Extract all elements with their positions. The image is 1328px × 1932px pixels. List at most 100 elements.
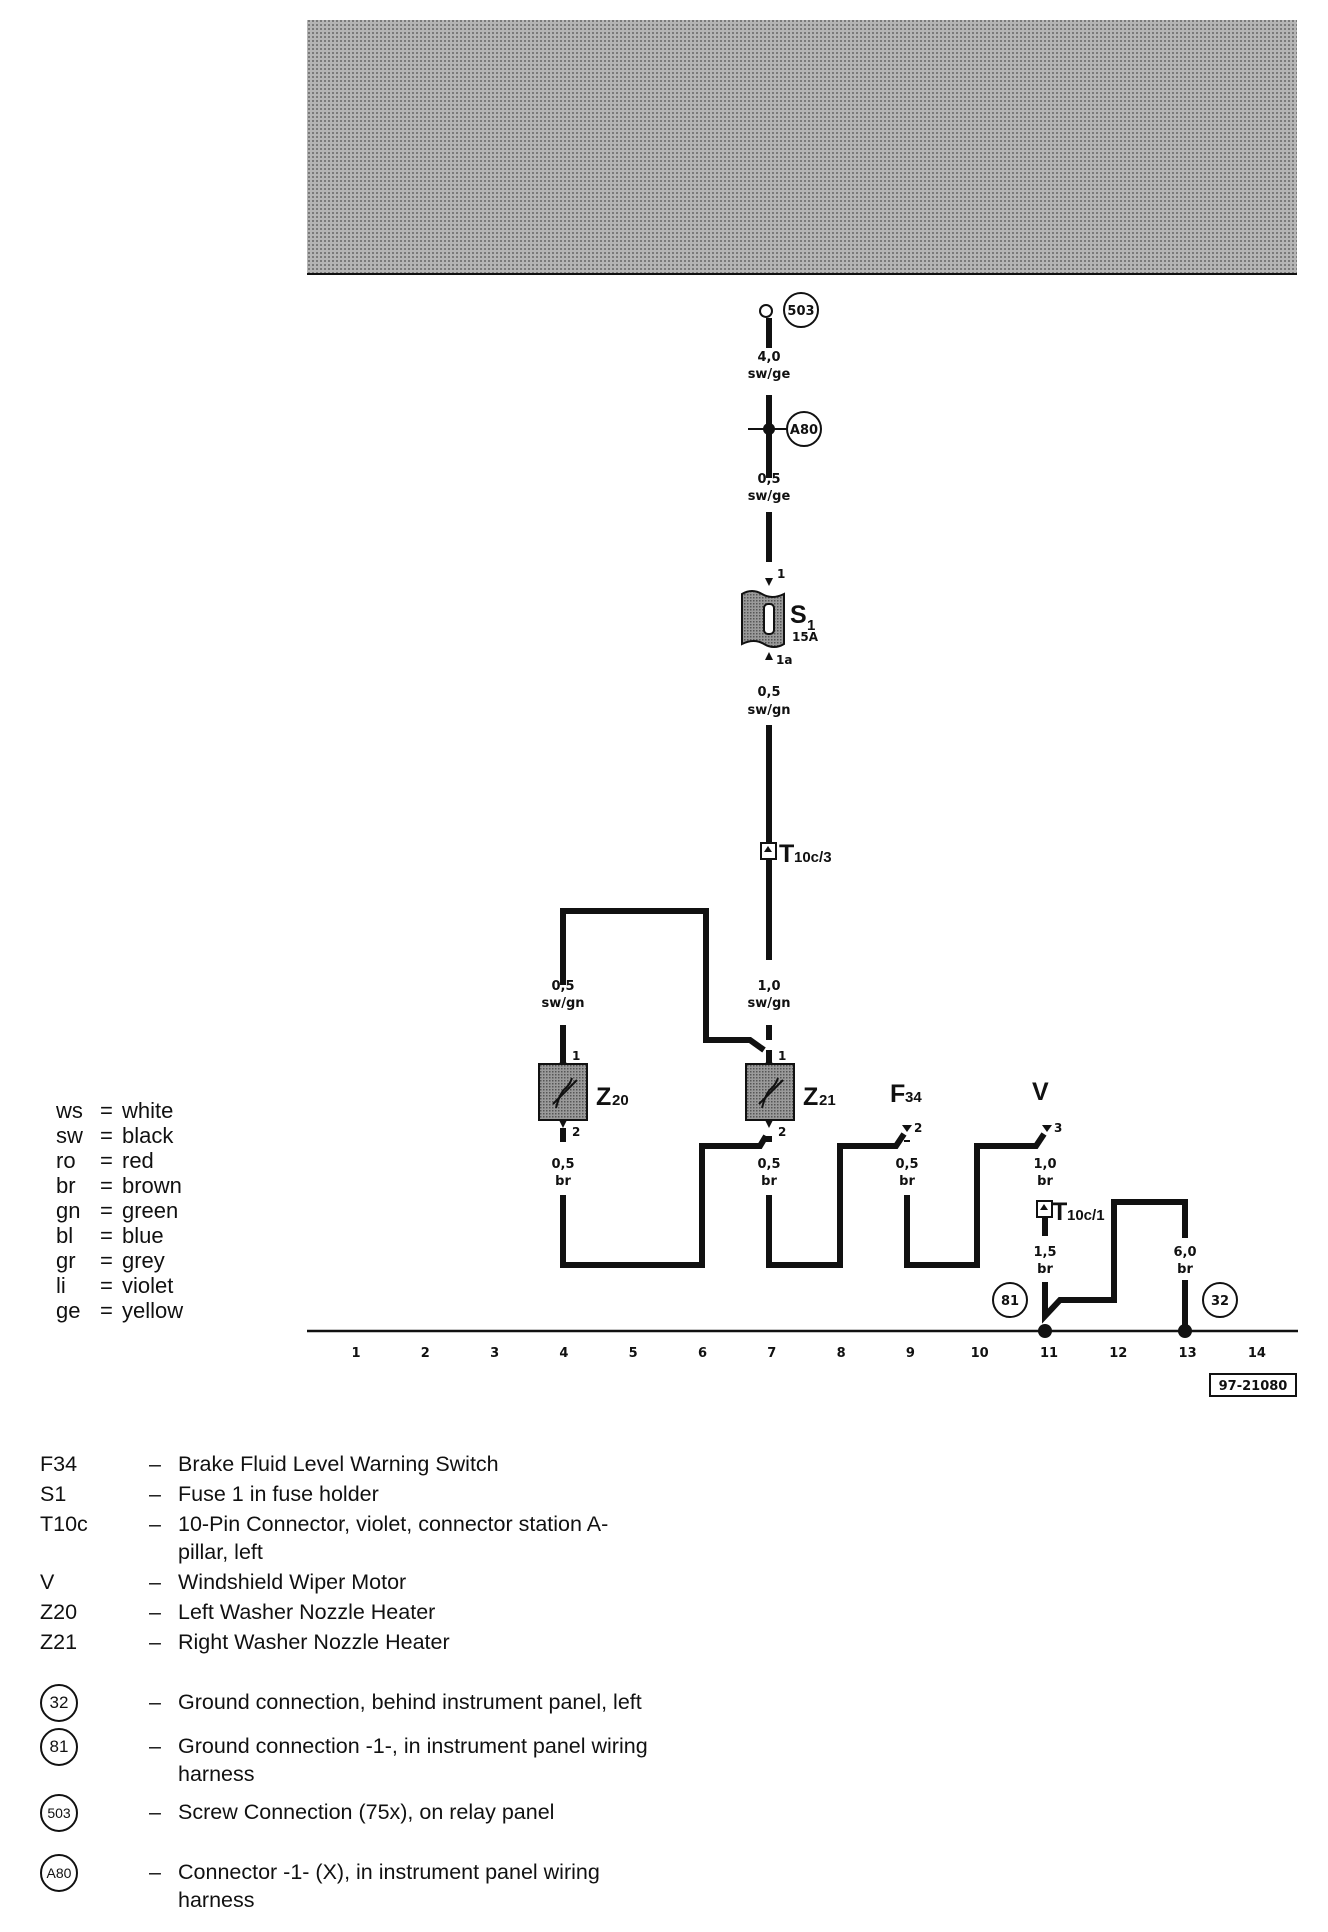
color-abbr: li: [56, 1273, 66, 1298]
label-t10c3-sub: 10c/3: [794, 849, 832, 866]
label-f34-sub: 34: [905, 1089, 922, 1106]
legend-code: F34: [40, 1452, 78, 1476]
pin-s1-1a: 1a: [776, 653, 792, 667]
label-z20: Z: [596, 1083, 611, 1111]
wire-color-6: br: [555, 1174, 571, 1189]
screw-terminal-503: [759, 304, 773, 318]
connector-dot-a80: [763, 423, 775, 435]
axis-number: 3: [490, 1346, 499, 1361]
heater-z20: [538, 1056, 588, 1128]
color-name: yellow: [122, 1298, 184, 1323]
pin-z21-2: 2: [778, 1125, 786, 1139]
color-eq: =: [100, 1273, 113, 1298]
legend-row: V–Windshield Wiper Motor: [40, 1568, 740, 1596]
axis-number: 10: [971, 1346, 989, 1361]
component-legend: F34–Brake Fluid Level Warning Switch S1–…: [40, 1450, 740, 1916]
ground-node-13: [1178, 1324, 1192, 1338]
color-code-row: ge=yellow: [56, 1298, 183, 1323]
color-abbr: br: [56, 1173, 76, 1198]
legend-row: S1 –Fuse 1 in fuse holder: [40, 1480, 740, 1508]
legend-desc: Connector -1- (X), in instrument panel w…: [178, 1860, 600, 1912]
color-abbr: ws: [56, 1098, 83, 1123]
color-eq: =: [100, 1298, 113, 1323]
axis-number: 1: [351, 1346, 360, 1361]
legend-desc: Fuse 1 in fuse holder: [178, 1482, 379, 1506]
legend-desc: Brake Fluid Level Warning Switch: [178, 1452, 499, 1476]
legend-symbol-row: 81–Ground connection -1-, in instrument …: [40, 1728, 740, 1788]
legend-symbol-row: 32–Ground connection, behind instrument …: [40, 1684, 740, 1722]
pin-z20-2: 2: [572, 1125, 580, 1139]
badge-a80: [786, 411, 822, 447]
legend-desc: Left Washer Nozzle Heater: [178, 1600, 436, 1624]
legend-desc: Screw Connection (75x), on relay panel: [178, 1800, 555, 1824]
wire-size-2: 0,5: [757, 472, 780, 487]
wire-size-6: 0,5: [551, 1157, 574, 1172]
color-eq: =: [100, 1148, 113, 1173]
label-f34: F: [890, 1080, 905, 1108]
wiring-diagram: 503 A80 4,0 sw/ge 0,5 sw/ge 1 1a S 1 15A…: [307, 20, 1298, 1397]
legend-code: Z21: [40, 1630, 78, 1654]
wire-color-8: br: [899, 1174, 915, 1189]
legend-code: S1: [40, 1482, 67, 1506]
color-code-row: bl=blue: [56, 1223, 183, 1248]
legend-symbol-row: 503 –Screw Connection (75x), on relay pan…: [40, 1794, 740, 1832]
pin-f34: 2: [914, 1121, 922, 1135]
color-abbr: gr: [56, 1248, 76, 1273]
legend-badge: 81: [40, 1728, 78, 1766]
legend-row: T10c–10-Pin Connector, violet, connector…: [40, 1510, 740, 1566]
doc-id-box: [1209, 1373, 1297, 1397]
color-code-row: ro=red: [56, 1148, 183, 1173]
legend-dash: –: [149, 1452, 161, 1476]
legend-dash: –: [149, 1482, 161, 1506]
legend-code: T10c: [40, 1512, 88, 1536]
color-eq: =: [100, 1173, 113, 1198]
color-code-row: sw=black: [56, 1123, 183, 1148]
legend-dash: –: [149, 1734, 161, 1758]
label-z21-sub: 21: [819, 1092, 836, 1109]
wire-color-10: br: [1037, 1262, 1053, 1277]
color-eq: =: [100, 1098, 113, 1123]
legend-desc: Windshield Wiper Motor: [178, 1570, 407, 1594]
legend-badge: 32: [40, 1684, 78, 1722]
axis-number: 11: [1040, 1346, 1058, 1361]
ground-node-11: [1038, 1324, 1052, 1338]
legend-badge: 503: [40, 1794, 78, 1832]
color-abbr: sw: [56, 1123, 83, 1148]
legend-desc: Ground connection, behind instrument pan…: [178, 1690, 642, 1714]
axis-number: 12: [1109, 1346, 1127, 1361]
fuse-s1: [741, 578, 785, 660]
color-abbr: ro: [56, 1148, 76, 1173]
wire-size-4: 1,0: [757, 979, 780, 994]
legend-dash: –: [149, 1512, 161, 1536]
badge-32-label: 32: [1211, 1294, 1229, 1309]
wire-color-9: br: [1037, 1174, 1053, 1189]
legend-row: F34 –Brake Fluid Level Warning Switch: [40, 1450, 740, 1478]
wire-size-8: 0,5: [895, 1157, 918, 1172]
legend-row: Z21–Right Washer Nozzle Heater: [40, 1628, 740, 1656]
wire-size-7: 0,5: [757, 1157, 780, 1172]
color-abbr: gn: [56, 1198, 81, 1223]
wire-size-10: 1,5: [1033, 1245, 1056, 1260]
legend-dash: –: [149, 1630, 161, 1654]
color-eq: =: [100, 1123, 113, 1148]
color-name: grey: [122, 1248, 165, 1273]
label-z21: Z: [803, 1083, 818, 1111]
wire-color-5: sw/gn: [541, 996, 584, 1011]
wire-color-4: sw/gn: [747, 996, 790, 1011]
pin-s1-1: 1: [777, 567, 785, 581]
wire-size-11: 6,0: [1173, 1245, 1196, 1260]
badge-503-label: 503: [787, 304, 814, 319]
wire-size-3: 0,5: [757, 685, 780, 700]
badge-81-label: 81: [1001, 1294, 1019, 1309]
color-eq: =: [100, 1223, 113, 1248]
pin-z21-1: 1: [778, 1049, 786, 1063]
header-band: [307, 20, 1297, 273]
legend-dash: –: [149, 1800, 161, 1824]
legend-dash: –: [149, 1860, 161, 1884]
badge-503: [783, 292, 819, 328]
label-z20-sub: 20: [612, 1092, 629, 1109]
color-abbr: bl: [56, 1223, 74, 1248]
color-code-row: gr=grey: [56, 1248, 183, 1273]
axis-number: 13: [1179, 1346, 1197, 1361]
wire-size-9: 1,0: [1033, 1157, 1056, 1172]
